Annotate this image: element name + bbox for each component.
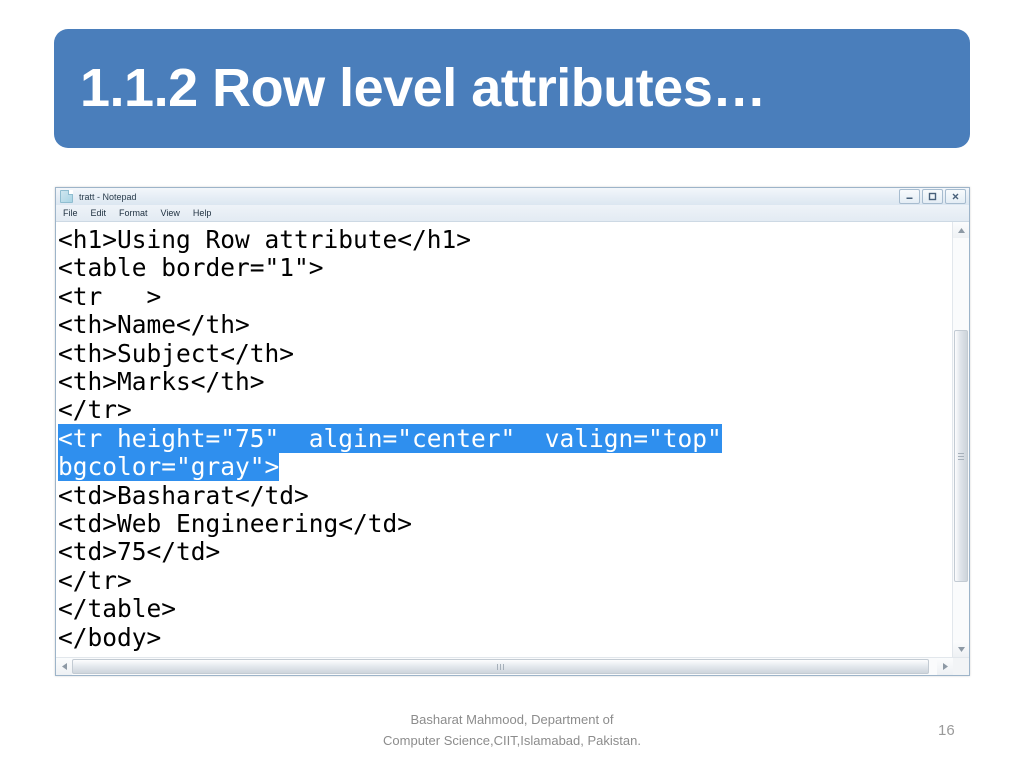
code-line: bgcolor="gray"> — [58, 452, 952, 482]
slide-footer: Basharat Mahmood, Department of Computer… — [0, 709, 1024, 751]
scroll-down-icon[interactable] — [953, 641, 969, 657]
page-number: 16 — [938, 722, 955, 739]
horizontal-scroll-track[interactable] — [72, 658, 937, 675]
vertical-scroll-thumb[interactable] — [954, 330, 968, 582]
menu-item-view[interactable]: View — [160, 208, 180, 218]
menu-item-format[interactable]: Format — [119, 208, 148, 218]
code-line: <tr height="75" algin="center" valign="t… — [58, 423, 952, 453]
horizontal-scroll-thumb[interactable] — [72, 659, 929, 674]
notepad-body: <h1>Using Row attribute</h1><table borde… — [56, 222, 969, 675]
horizontal-scrollbar[interactable] — [56, 658, 953, 675]
scroll-grip-icon — [497, 663, 504, 670]
footer-line-2: Computer Science,CIIT,Islamabad, Pakista… — [383, 733, 641, 748]
code-line: <th>Name</th> — [58, 310, 250, 340]
code-line: <th>Subject</th> — [58, 338, 295, 368]
scrollbar-corner — [953, 658, 969, 675]
code-line: <table border="1"> — [58, 253, 324, 283]
slide-title-banner: 1.1.2 Row level attributes… — [54, 29, 970, 148]
notepad-menubar: File Edit Format View Help — [56, 205, 969, 222]
code-line: </body> — [58, 622, 162, 652]
code-line: </tr> — [58, 565, 132, 595]
code-line: <td>Web Engineering</td> — [58, 509, 413, 539]
scroll-up-icon[interactable] — [953, 222, 969, 238]
code-line: <td>Basharat</td> — [58, 480, 309, 510]
selected-text: <tr height="75" algin="center" valign="t… — [58, 423, 722, 453]
menu-item-help[interactable]: Help — [192, 208, 212, 218]
text-editor-area[interactable]: <h1>Using Row attribute</h1><table borde… — [56, 222, 952, 657]
notepad-document-icon — [60, 190, 73, 203]
vertical-scrollbar[interactable] — [952, 222, 969, 657]
scroll-grip-icon — [958, 452, 964, 460]
code-line: </tr> — [58, 395, 132, 425]
horizontal-scrollbar-row — [56, 657, 969, 675]
window-title: tratt - Notepad — [79, 191, 137, 202]
vertical-scroll-track[interactable] — [953, 238, 969, 641]
code-line: </table> — [58, 594, 177, 624]
notepad-titlebar[interactable]: tratt - Notepad — [56, 188, 969, 205]
close-icon[interactable] — [945, 189, 966, 204]
code-line: <tr > — [58, 281, 162, 311]
maximize-icon[interactable] — [922, 189, 943, 204]
selected-text: bgcolor="gray"> — [58, 452, 280, 482]
scroll-right-icon[interactable] — [937, 658, 953, 675]
page-title: 1.1.2 Row level attributes… — [80, 58, 766, 119]
menu-item-edit[interactable]: Edit — [90, 208, 107, 218]
notepad-main: <h1>Using Row attribute</h1><table borde… — [56, 222, 969, 657]
code-line: <th>Marks</th> — [58, 367, 265, 397]
minimize-icon[interactable] — [899, 189, 920, 204]
footer-line-1: Basharat Mahmood, Department of — [410, 712, 614, 727]
notepad-window: tratt - Notepad File Edit Format View He… — [55, 187, 970, 676]
window-controls — [899, 189, 966, 204]
code-line: <h1>Using Row attribute</h1> — [58, 225, 472, 254]
scroll-left-icon[interactable] — [56, 658, 72, 675]
menu-item-file[interactable]: File — [63, 208, 78, 218]
code-line: <td>75</td> — [58, 537, 221, 567]
